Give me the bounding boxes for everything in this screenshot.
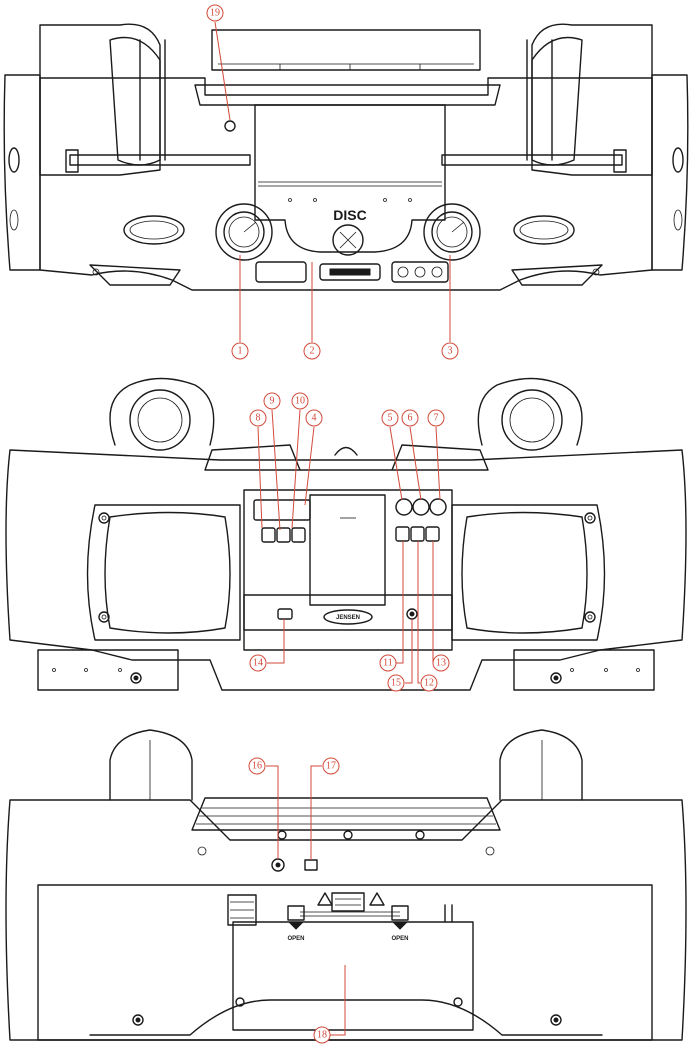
svg-text:13: 13 — [436, 658, 446, 669]
callout-7: 7 — [427, 409, 445, 427]
callout-2: 2 — [303, 342, 321, 360]
svg-text:2: 2 — [310, 346, 315, 357]
svg-text:10: 10 — [295, 396, 305, 407]
callout-14: 14 — [249, 654, 267, 672]
callout-9: 9 — [263, 392, 281, 410]
svg-text:JENSEN: JENSEN — [336, 615, 360, 621]
callout-19: 19 — [206, 4, 224, 22]
callout-badges: 19 1 2 3 8 9 10 4 5 6 7 14 11 13 15 12 1… — [206, 4, 459, 1044]
callout-16: 16 — [248, 757, 266, 775]
svg-text:18: 18 — [317, 1030, 327, 1041]
svg-text:OPEN: OPEN — [287, 936, 304, 942]
callout-3: 3 — [441, 342, 459, 360]
svg-text:12: 12 — [424, 678, 434, 689]
callout-6: 6 — [401, 409, 419, 427]
callout-1: 1 — [231, 342, 249, 360]
callout-12: 12 — [420, 674, 438, 692]
open-label-right: OPEN — [391, 936, 408, 942]
jensen-logo: JENSEN — [323, 609, 373, 625]
left-volume-knob — [215, 203, 273, 261]
disc-logo: DISC — [333, 207, 366, 223]
callout-13: 13 — [432, 654, 450, 672]
callout-18: 18 — [313, 1026, 331, 1044]
svg-text:11: 11 — [383, 658, 393, 669]
svg-text:4: 4 — [312, 413, 317, 424]
callout-17: 17 — [322, 757, 340, 775]
svg-text:14: 14 — [253, 658, 263, 669]
svg-text:9: 9 — [270, 396, 275, 407]
svg-text:7: 7 — [434, 413, 439, 424]
svg-text:1: 1 — [238, 346, 243, 357]
callout-8: 8 — [249, 409, 267, 427]
svg-text:16: 16 — [252, 761, 262, 772]
open-label-left: OPEN — [287, 936, 304, 942]
svg-text:17: 17 — [326, 761, 336, 772]
right-tuning-knob — [423, 203, 481, 261]
callout-11: 11 — [379, 654, 397, 672]
callout-4: 4 — [305, 409, 323, 427]
svg-text:OPEN: OPEN — [391, 936, 408, 942]
back-view: OPEN OPEN — [5, 729, 687, 1041]
svg-text:3: 3 — [448, 346, 453, 357]
svg-text:19: 19 — [210, 8, 220, 19]
svg-text:DISC: DISC — [333, 207, 366, 223]
svg-text:6: 6 — [408, 413, 413, 424]
svg-text:8: 8 — [256, 413, 261, 424]
callout-15: 15 — [387, 674, 405, 692]
callout-lines — [214, 21, 451, 1036]
callout-10: 10 — [291, 392, 309, 410]
front-view: DISC — [3, 23, 689, 291]
top-view: JENSEN — [5, 377, 687, 691]
svg-text:15: 15 — [391, 678, 401, 689]
svg-text:5: 5 — [388, 413, 393, 424]
callout-5: 5 — [381, 409, 399, 427]
